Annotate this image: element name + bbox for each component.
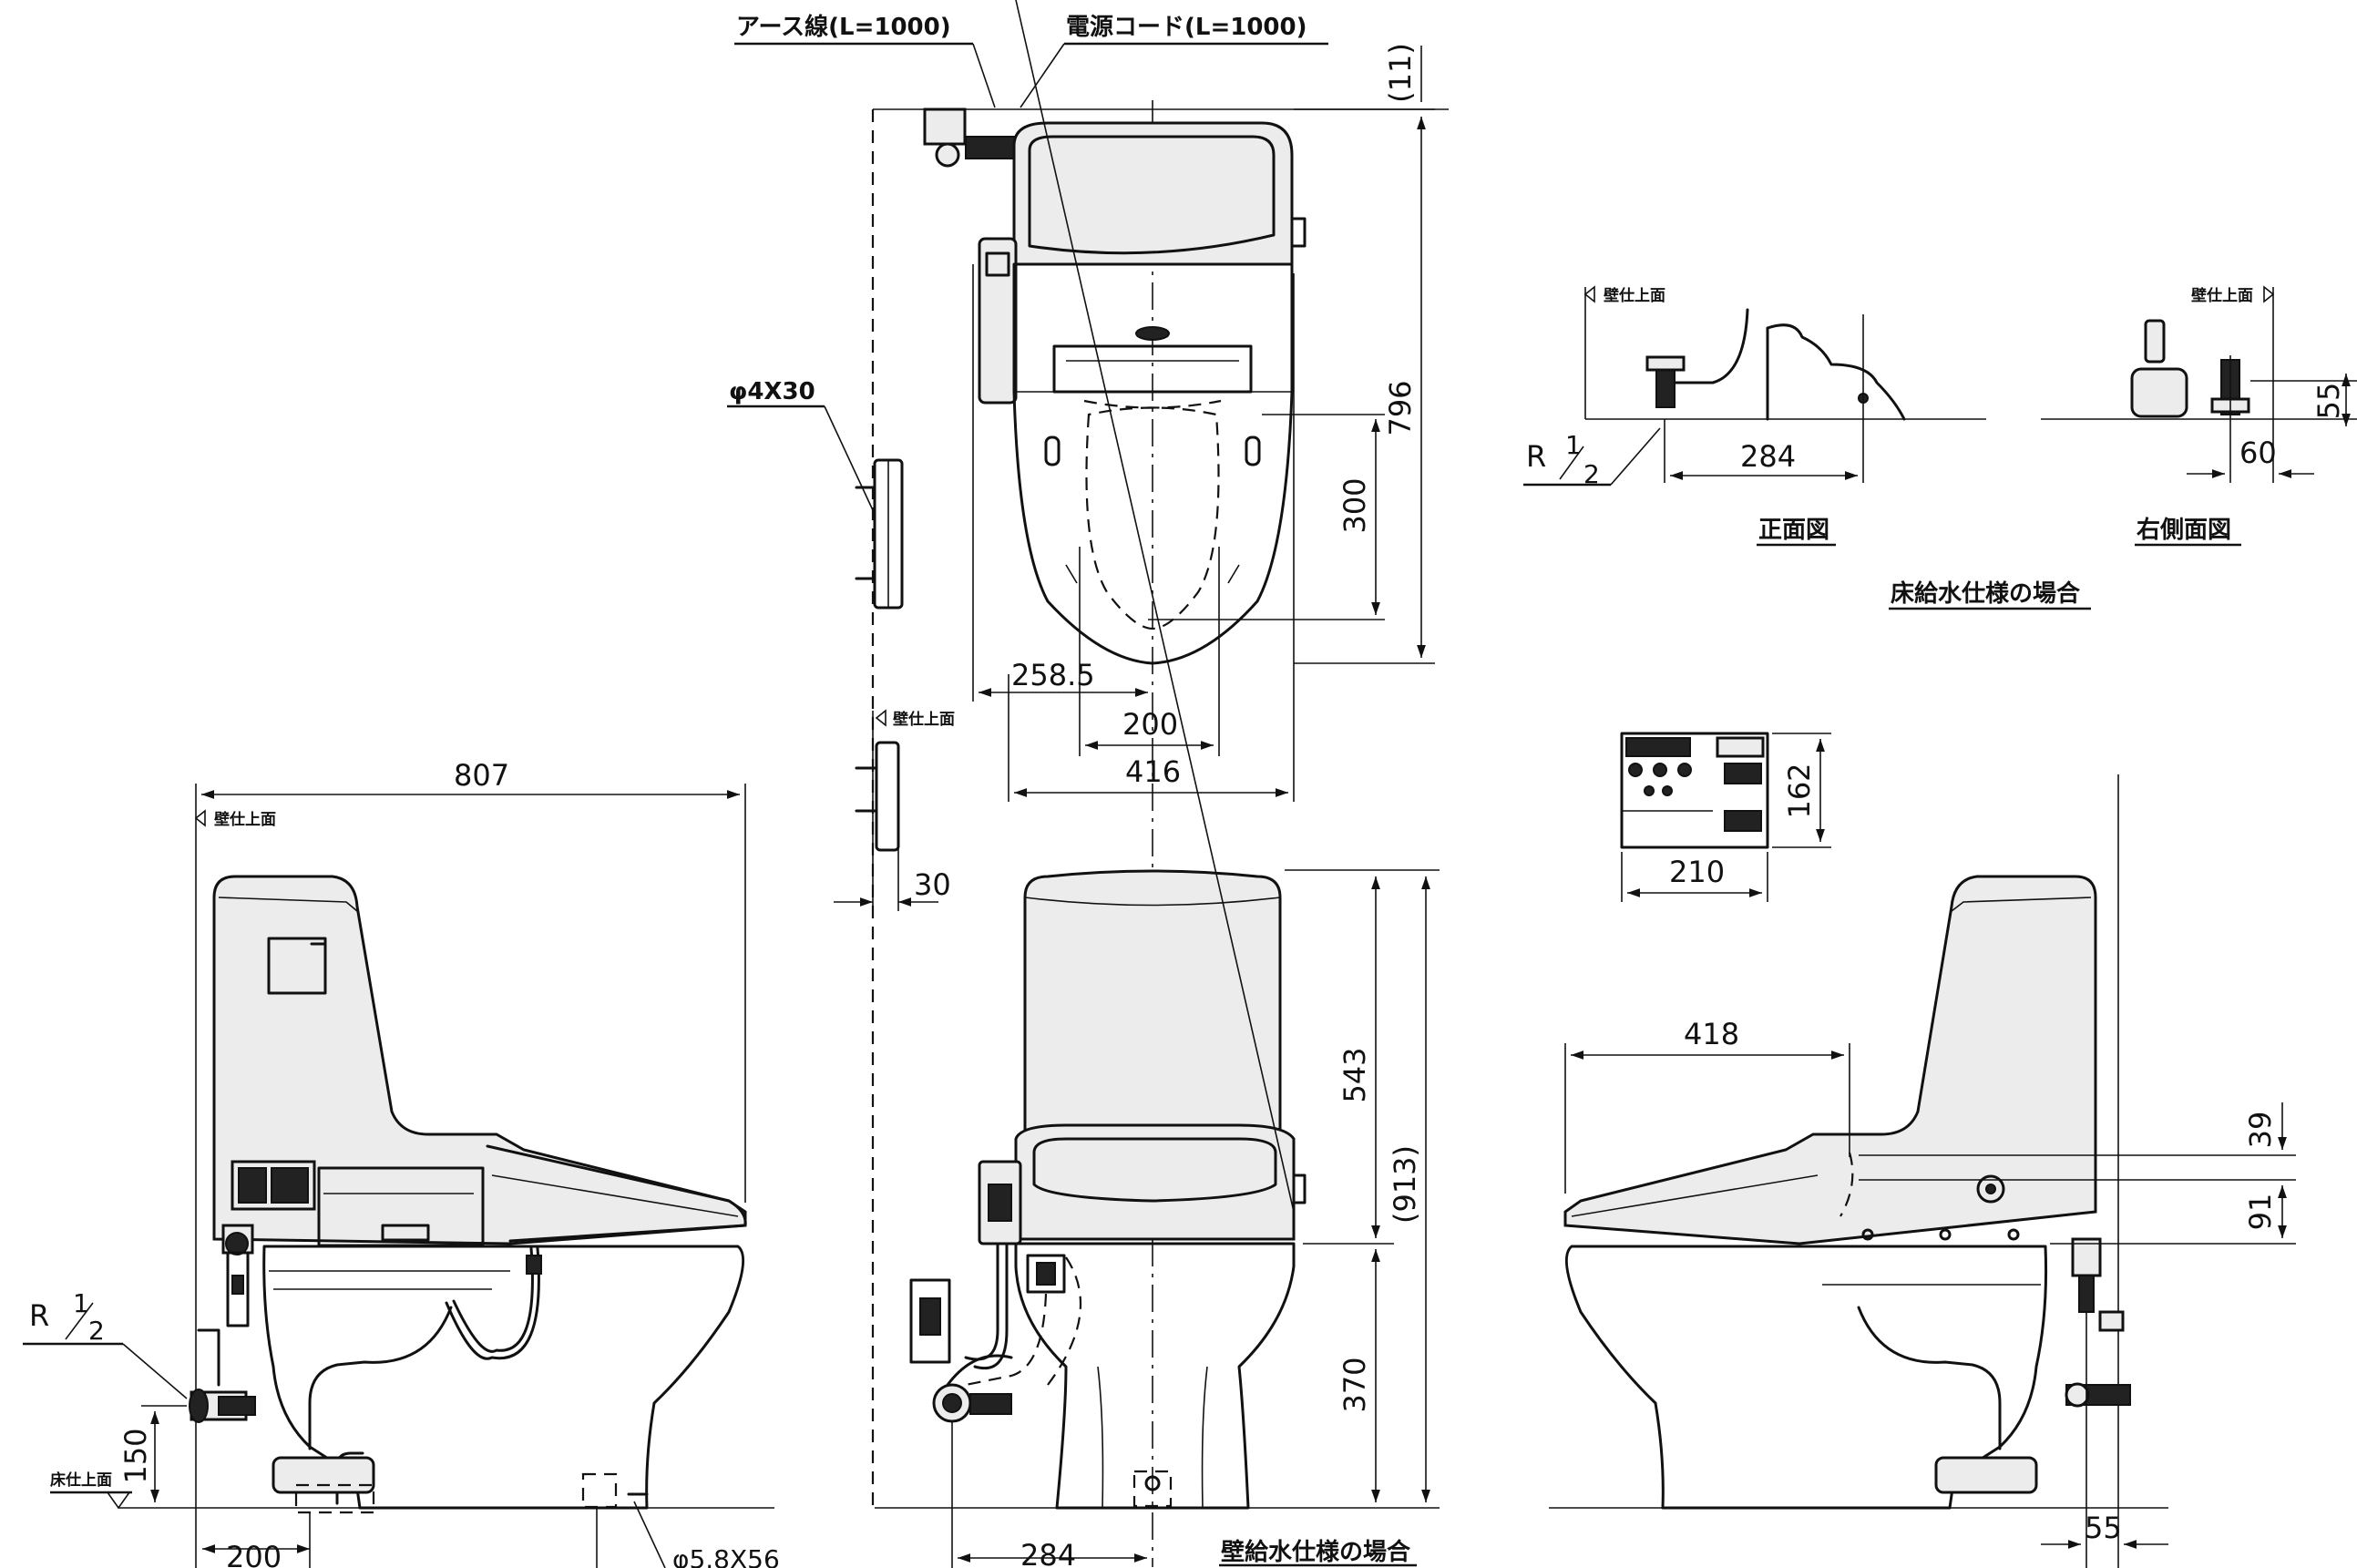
floor-dim-284: 284 (1740, 439, 1796, 474)
front-dim-284: 284 (1020, 1538, 1076, 1568)
bolt-label: φ4X30 (729, 378, 815, 405)
dim-30: 30 (914, 867, 951, 902)
dim-416: 416 (1125, 754, 1181, 789)
floor-dim-55: 55 (2311, 383, 2346, 420)
left-wall-label: 壁仕上面 (214, 810, 276, 829)
dim-807: 807 (454, 758, 509, 793)
left-bolt-label: φ5.8X56 (672, 1544, 780, 1568)
front-view-label: 正面図 (1758, 517, 1829, 544)
bowl-opening (1085, 406, 1220, 630)
remote-wall-label: 壁仕上面 (893, 710, 955, 729)
right-tank (1563, 875, 2097, 1245)
floor-pipe-den: 2 (1583, 459, 1600, 489)
floor-wall-right-label: 壁仕上面 (2191, 286, 2253, 305)
remote-front (1620, 732, 1769, 849)
floor-face-label: 床仕上面 (50, 1471, 112, 1490)
front-seat (1014, 1123, 1296, 1241)
floor-pipe-num: 1 (1565, 430, 1582, 460)
dim-150: 150 (118, 1428, 153, 1483)
left-pipe-num: 1 (73, 1288, 89, 1318)
dim-543: 543 (1337, 1047, 1372, 1102)
left-dim-200: 200 (226, 1540, 282, 1568)
floor-wall-left-label: 壁仕上面 (1604, 286, 1665, 305)
earth-wire-label: アース線(L=1000) (736, 13, 951, 41)
dim-913: (913) (1388, 1145, 1422, 1224)
front-view: 543 370 (913) 284 壁給水仕様の場合 (875, 0, 1440, 1568)
right-side-view: 418 39 91 55 (1549, 774, 2296, 1568)
left-bowl (262, 1245, 745, 1510)
left-tank (212, 875, 747, 1245)
dim-418: 418 (1684, 1017, 1739, 1051)
dim-162: 162 (1782, 763, 1817, 818)
floor-supply-detail: 壁仕上面 284 R 1 2 正面図 壁仕上面 55 (1523, 285, 2357, 610)
power-cord-label: 電源コード(L=1000) (1066, 14, 1307, 41)
left-side-view: 807 壁仕上面 (23, 758, 780, 1568)
bowl-outline (1012, 262, 1294, 665)
wall-supply-caption: 壁給水仕様の場合 (1221, 1538, 1411, 1566)
right-dim-55: 55 (2085, 1511, 2122, 1545)
dim-39: 39 (2243, 1112, 2278, 1149)
floor-dim-60: 60 (2239, 436, 2277, 470)
floor-supply-caption: 床給水仕様の場合 (1891, 579, 2081, 608)
dim-370: 370 (1337, 1357, 1372, 1412)
front-bowl (1014, 1242, 1296, 1510)
dim-200-top: 200 (1122, 707, 1178, 742)
side-controller (978, 237, 1018, 405)
tank-top (1012, 121, 1294, 266)
dim-796: 796 (1383, 380, 1418, 436)
right-bowl (1564, 1245, 2048, 1510)
dim-258-5: 258.5 (1011, 658, 1095, 692)
right-view-label: 右側面図 (2137, 517, 2231, 544)
dim-91: 91 (2243, 1194, 2278, 1231)
remote-control-views: φ4X30 壁仕上面 30 162 (727, 378, 1831, 911)
front-tank (1023, 869, 1282, 1150)
floor-pipe-r: R (1526, 439, 1546, 474)
left-pipe-den: 2 (88, 1316, 105, 1346)
dim-210: 210 (1669, 855, 1725, 889)
top-plan-view: アース線(L=1000) 電源コード(L=1000) (734, 13, 1449, 1567)
dim-300: 300 (1337, 477, 1372, 533)
left-pipe-r: R (29, 1298, 49, 1333)
dim-11: (11) (1383, 43, 1418, 103)
